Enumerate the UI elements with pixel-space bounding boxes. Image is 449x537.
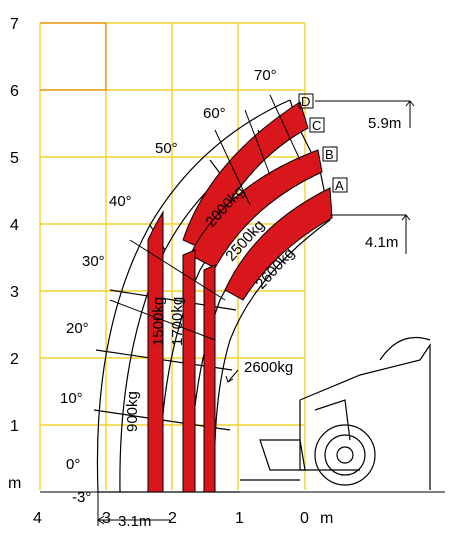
reach-label: 3.1m: [118, 513, 151, 530]
y-tick-3: 3: [10, 284, 19, 301]
ray-lines: [109, 94, 301, 341]
x-tick-0: 0: [300, 510, 309, 527]
y-tick-2: 2: [10, 351, 19, 368]
y-tick-1: 1: [10, 418, 19, 435]
angle-40: 40°: [109, 193, 132, 210]
y-tick-6: 6: [10, 83, 19, 100]
angle-0: 0°: [66, 456, 80, 473]
x-tick-3: 3: [102, 510, 111, 527]
band-mid-left: [182, 249, 196, 493]
cabin-outline: [40, 22, 107, 91]
x-tick-2: 2: [168, 510, 177, 527]
load-left: 1500kg: [150, 297, 167, 346]
load-bands: [147, 101, 333, 493]
band-middle: [189, 149, 323, 269]
angle-30: 30°: [82, 253, 105, 270]
position-d: D: [301, 94, 310, 109]
dimension-markers: [40, 100, 445, 526]
band-mid: [203, 264, 216, 493]
telehandler-illustration: [240, 336, 431, 490]
x-tick-1: 1: [235, 510, 244, 527]
angle-10: 10°: [60, 390, 83, 407]
angle-20: 20°: [66, 320, 89, 337]
position-boxes: [298, 93, 348, 193]
angle-minus-3: -3°: [72, 489, 91, 506]
x-unit: m: [320, 510, 333, 527]
band-left: [147, 210, 164, 493]
load-mid-left: 1700kg: [169, 297, 186, 346]
band-lower: [224, 187, 333, 301]
angle-70: 70°: [254, 67, 277, 84]
angle-50: 50°: [155, 140, 178, 157]
x-tick-4: 4: [33, 510, 42, 527]
load-right: 2600kg: [244, 359, 293, 376]
y-tick-7: 7: [10, 16, 19, 33]
y-tick-5: 5: [10, 150, 19, 167]
angle-60: 60°: [203, 105, 226, 122]
position-c: C: [312, 118, 321, 133]
max-height-label: 5.9m: [368, 115, 401, 132]
y-unit: m: [8, 475, 21, 492]
position-a: A: [335, 178, 344, 193]
load-outer: 900kg: [124, 391, 141, 432]
position-b: B: [325, 147, 334, 162]
height-a-label: 4.1m: [365, 234, 398, 251]
y-tick-4: 4: [10, 217, 19, 234]
